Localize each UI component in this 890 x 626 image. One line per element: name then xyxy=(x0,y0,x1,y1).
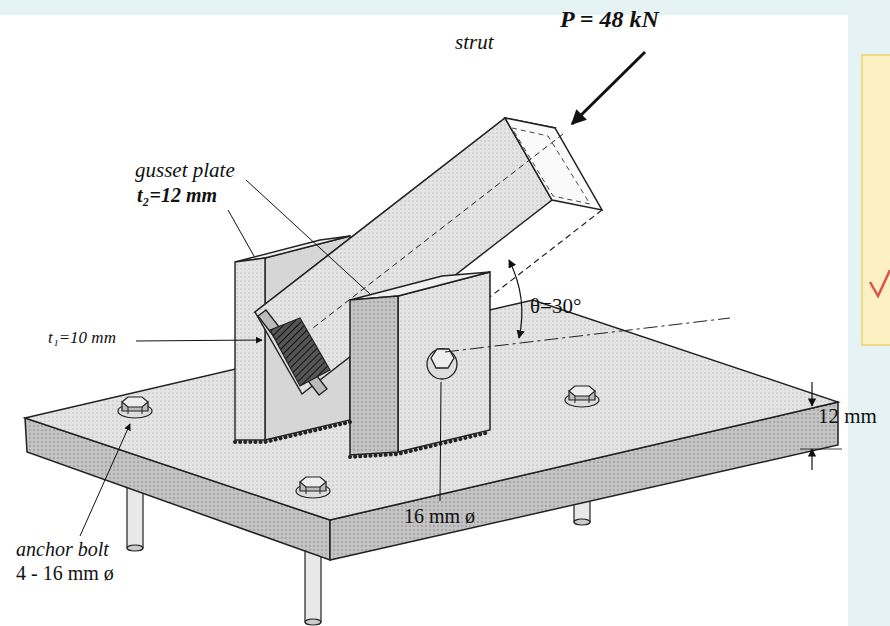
dimension-label: t₂=12 mm xyxy=(137,184,217,207)
part-name: strut xyxy=(455,30,494,54)
part-name: anchor bolt xyxy=(16,538,109,561)
angle-label: θ=30° xyxy=(530,294,581,318)
dimension-label: 12 mm xyxy=(818,404,877,428)
part-name: gusset plate xyxy=(135,158,235,182)
dimension-label: t₁=10 mm xyxy=(48,328,116,348)
load-label: P = 48 kN xyxy=(560,6,659,34)
dimension-label: 4 - 16 mm ø xyxy=(16,562,114,585)
dimension-label: 16 mm ø xyxy=(404,505,475,528)
